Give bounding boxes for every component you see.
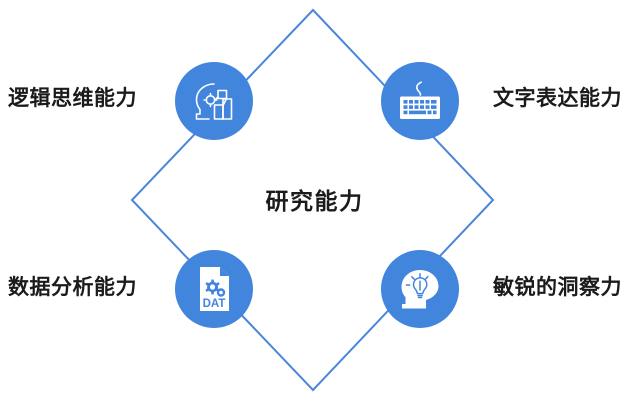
label-writing: 文字表达能力 (493, 87, 622, 110)
head-lightbulb-icon (396, 266, 444, 312)
dat-file-label: DAT (203, 298, 226, 310)
node-insight[interactable] (381, 250, 459, 328)
dat-file-gear-icon: DAT (192, 264, 236, 314)
label-data: 数据分析能力 (8, 276, 137, 299)
center-title: 研究能力 (265, 188, 364, 214)
node-logic[interactable] (175, 62, 253, 140)
label-insight: 敏锐的洞察力 (493, 276, 622, 299)
keyboard-icon (396, 79, 444, 123)
head-gear-network-icon (190, 78, 238, 124)
node-data[interactable]: DAT (175, 250, 253, 328)
label-logic: 逻辑思维能力 (8, 87, 137, 110)
node-writing[interactable] (381, 62, 459, 140)
